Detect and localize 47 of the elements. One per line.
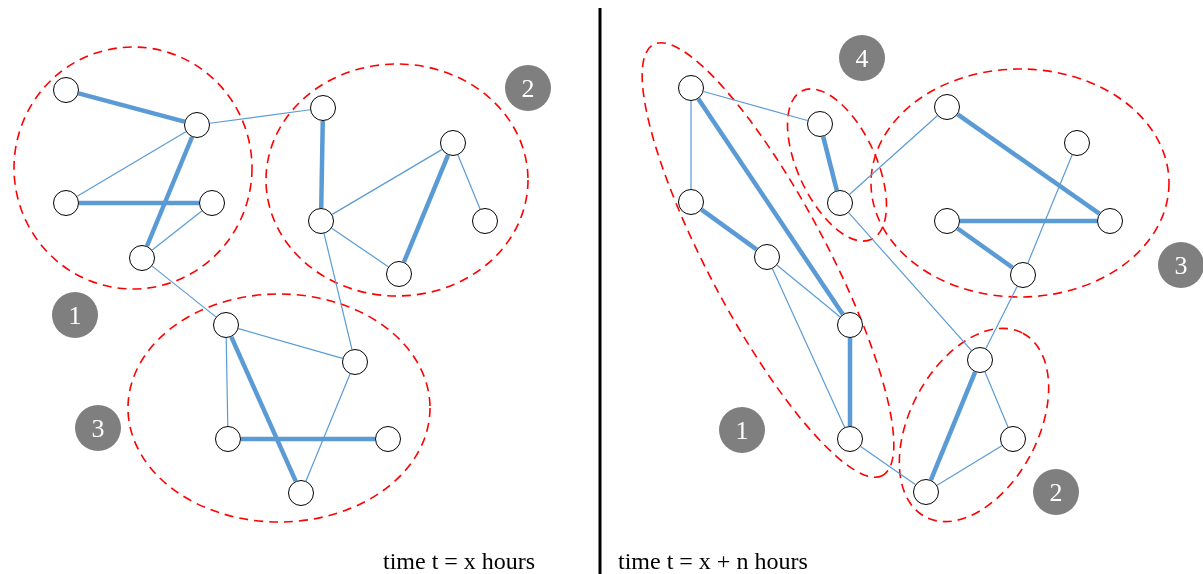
- graph-edge: [1027, 154, 1073, 264]
- graph-edge: [960, 218, 1097, 224]
- graph-edge: [771, 268, 846, 428]
- cluster-number-badge: 2: [505, 65, 551, 111]
- time-caption: time t = x hours: [383, 547, 536, 574]
- graph-edge: [225, 337, 229, 427]
- graph-edge: [700, 207, 758, 252]
- graph-edge: [928, 371, 978, 481]
- cluster-number-badge: 4: [839, 35, 885, 81]
- graph-edge: [956, 112, 1101, 216]
- graph-edge: [956, 226, 1014, 270]
- graph-edge: [241, 436, 375, 442]
- cluster-ellipse: [13, 46, 253, 290]
- cluster-ellipse: [127, 293, 431, 523]
- graph-edge: [323, 233, 353, 350]
- graph-edge: [776, 264, 841, 318]
- cluster-number-badge: 1: [52, 292, 98, 338]
- cluster-ellipse: [870, 68, 1170, 298]
- graph-edge: [847, 338, 853, 426]
- cluster-number-badge: 1: [719, 407, 765, 453]
- graph-edge: [237, 327, 344, 360]
- graph-edge: [860, 445, 916, 486]
- graph-edge: [849, 115, 938, 195]
- graph-edge: [151, 265, 217, 318]
- cluster-number-badge: 3: [1158, 242, 1203, 288]
- graph-edge: [821, 136, 839, 191]
- graph-edge: [457, 154, 481, 210]
- graph-edge: [702, 90, 809, 122]
- graph-edge: [401, 154, 451, 263]
- time-caption: time t = x + n hours: [618, 547, 808, 574]
- cluster-ellipse: [785, 86, 889, 244]
- graph-edge: [305, 373, 351, 482]
- graph-edge: [319, 120, 325, 209]
- graph-edge: [936, 445, 1003, 486]
- cluster-number-badge: 3: [75, 405, 121, 451]
- graph-edge: [78, 91, 185, 124]
- graph-edge: [984, 371, 1009, 428]
- graph-edge: [79, 200, 199, 206]
- graph-edge: [151, 210, 203, 251]
- graph-edge: [209, 109, 311, 124]
- graph-edge: [144, 136, 195, 247]
- graph-edge: [985, 286, 1018, 349]
- graph-edge: [848, 212, 972, 351]
- graph-edge: [690, 100, 692, 190]
- graph-edge: [696, 97, 845, 316]
- cluster-number-badge: 2: [1033, 469, 1079, 515]
- graph-edge: [331, 227, 389, 268]
